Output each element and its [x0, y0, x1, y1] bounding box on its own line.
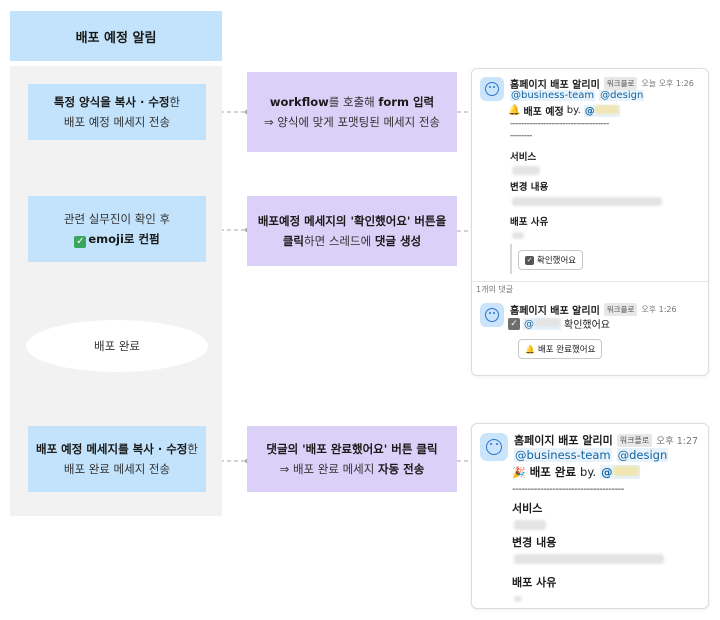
note-workflow-form: workflow를 호출해 form 입력 ⇒ 양식에 맞게 포맷팅된 메세지 …: [247, 72, 457, 152]
message-time[interactable]: 오후 1:27: [656, 436, 699, 447]
service-label: 서비스: [512, 502, 543, 515]
redacted-reason: [514, 596, 522, 602]
flow-step-copy-edit: 특정 양식을 복사 · 수정한 배포 예정 메세지 전송: [28, 84, 206, 140]
reply-count[interactable]: 1개의 댓글: [476, 285, 514, 294]
reason-label: 배포 사유: [510, 217, 549, 228]
note-confirm-button: 배포예정 메세지의 '확인했어요' 버튼을 클릭하면 스레드에 댓글 생성: [247, 196, 457, 266]
confirm-button[interactable]: ✓ 확인했어요: [518, 250, 584, 270]
flow-step-confirm: 관련 실무진이 확인 후 ✓emoji로 컨펌: [28, 196, 206, 262]
change-label: 변경 내용: [512, 536, 557, 549]
smiley-icon: [485, 308, 499, 322]
mention-design[interactable]: @design: [599, 90, 645, 101]
author-mention[interactable]: @: [600, 465, 640, 479]
note-complete-button: 댓글의 '배포 완료했어요' 버튼 클릭 ⇒ 배포 완료 메세지 자동 전송: [247, 426, 457, 492]
mention-business-team[interactable]: @business-team: [514, 448, 612, 462]
sender-name[interactable]: 홈페이지 배포 알리미: [510, 80, 600, 91]
change-label: 변경 내용: [510, 182, 549, 193]
reply-bot-avatar: [480, 303, 504, 327]
smiley-icon: [485, 82, 499, 96]
reply-sender-name[interactable]: 홈페이지 배포 알리미: [510, 306, 600, 317]
diagram-title: 배포 예정 알림: [10, 11, 222, 61]
slack-message-scheduled: 홈페이지 배포 알리미 워크플로 오늘 오후 1:26 @business-te…: [471, 68, 709, 376]
author-mention[interactable]: @: [583, 104, 620, 117]
reply-workflow-tag: 워크플로: [603, 303, 638, 316]
party-popper-icon: 🎉: [512, 465, 526, 479]
redacted-name: [594, 104, 619, 114]
redacted-name: [534, 317, 560, 327]
redacted-reason: [512, 232, 524, 239]
divider-text-2: --------: [510, 131, 532, 141]
reason-label: 배포 사유: [512, 576, 557, 589]
headline: 배포 완료: [529, 465, 577, 479]
check-icon: ✓: [525, 255, 534, 265]
workflow-tag: 워크플로: [616, 433, 653, 447]
reply-text: 확인했어요: [564, 320, 610, 331]
by-text: by.: [566, 105, 581, 116]
divider-text: ------------------------------------: [512, 484, 624, 495]
reply-mention[interactable]: @: [523, 317, 561, 330]
smiley-icon: [486, 439, 502, 455]
thread-divider: [472, 281, 708, 282]
mention-business-team[interactable]: @business-team: [510, 90, 596, 101]
redacted-change: [514, 554, 664, 564]
by-text: by.: [580, 465, 597, 479]
check-box-icon: ✓: [508, 317, 520, 330]
slack-message-completed: 홈페이지 배포 알리미 워크플로 오후 1:27 @business-team …: [471, 423, 709, 609]
deploy-done-button[interactable]: 🔔 배포 완료했어요: [518, 339, 603, 359]
bell-icon: 🔔: [508, 105, 521, 116]
redacted-service: [512, 166, 540, 175]
divider-text: ------------------------------------: [510, 119, 609, 129]
headline: 배포 예정: [523, 107, 564, 118]
workflow-tag: 워크플로: [603, 77, 638, 90]
flow-step-complete-message: 배포 예정 메세지를 복사 · 수정한 배포 완료 메세지 전송: [28, 426, 206, 492]
service-label: 서비스: [510, 152, 537, 163]
check-emoji-icon: ✓: [74, 236, 87, 248]
redacted-name: [612, 466, 639, 476]
sender-name[interactable]: 홈페이지 배포 알리미: [514, 434, 613, 447]
bot-avatar: [480, 77, 504, 101]
bell-icon: 🔔: [525, 344, 535, 354]
flow-step-deploy-done: 배포 완료: [26, 320, 208, 372]
redacted-service: [514, 520, 546, 530]
bot-avatar: [480, 433, 508, 461]
redacted-change: [512, 197, 662, 206]
reply-time[interactable]: 오후 1:26: [641, 305, 677, 314]
attachment-bar: [510, 244, 512, 274]
mention-design[interactable]: @design: [616, 448, 669, 462]
message-time[interactable]: 오늘 오후 1:26: [641, 79, 694, 88]
